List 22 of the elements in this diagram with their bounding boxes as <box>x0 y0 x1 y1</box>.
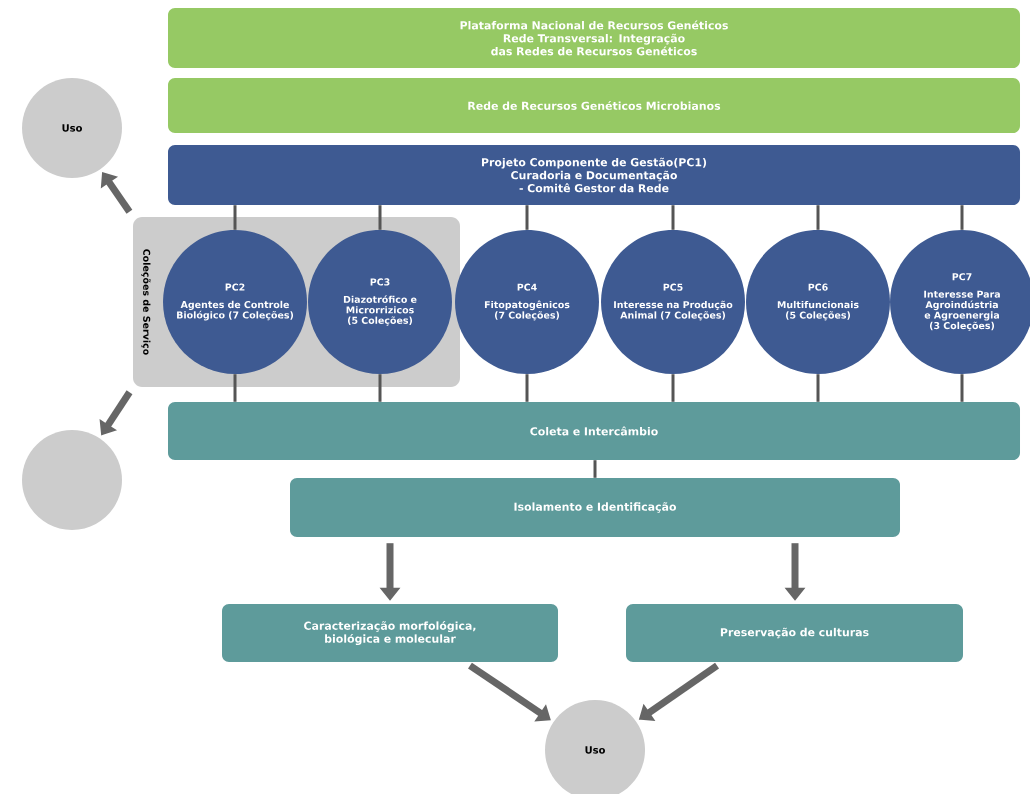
arrow <box>468 662 551 722</box>
connector-line <box>233 374 237 402</box>
network-band: Rede de Recursos Genéticos Microbianos <box>168 78 1020 133</box>
connector-line <box>671 205 675 230</box>
connector-line <box>671 374 675 402</box>
connector-line <box>233 205 237 230</box>
system-circle <box>22 430 122 530</box>
connector-line <box>816 374 820 402</box>
connector-line <box>378 205 382 230</box>
connector-line <box>525 374 529 402</box>
connector-line <box>816 205 820 230</box>
process-band: Coleta e Intercâmbio <box>168 402 1020 460</box>
management-band: Projeto Componente de Gestão(PC1) Curadoria e Documentação - Comitê Gestor da Rede <box>168 145 1020 205</box>
connector-line <box>960 374 964 402</box>
header-band: Plataforma Nacional de Recursos Genéticos Rede Transversal: Integração das Redes de Recursos Genéticos <box>168 8 1020 68</box>
connector-line <box>378 374 382 402</box>
connector-line <box>960 205 964 230</box>
connector-line <box>593 460 597 478</box>
connector-line <box>525 205 529 230</box>
process-box: Isolamento e Identificação <box>290 478 900 537</box>
process-box: Caracterização morfológica, biológica e molecular <box>222 604 558 662</box>
process-box: Preservação de culturas <box>626 604 963 662</box>
